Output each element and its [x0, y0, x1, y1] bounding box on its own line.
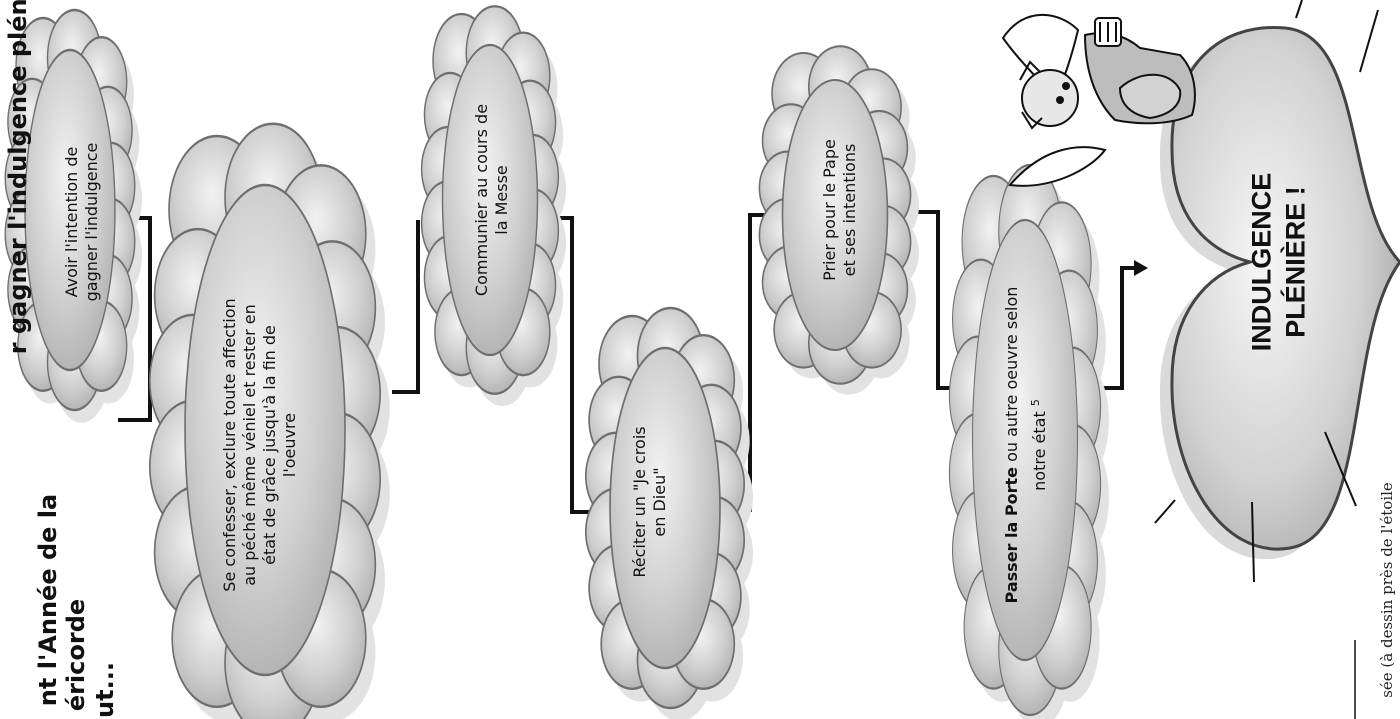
connector-5-6: [918, 210, 958, 390]
header-line-2: nt l'Année de la: [34, 493, 62, 707]
result-line-1: INDULGENCE: [1246, 172, 1277, 352]
angel-illustration: [1001, 13, 1196, 187]
connector-6-heart: [1098, 266, 1134, 390]
footer-text: sée (à dessin près de l'étoile: [1378, 482, 1396, 698]
step-6-rest: ou autre oeuvre selon notre état: [1001, 286, 1050, 491]
arrowhead-icon: [1134, 260, 1148, 276]
step-2-text: Se confesser, exclure toute affection au…: [220, 298, 299, 592]
header-line-4: ut...: [91, 662, 119, 718]
radiating-lines: [1154, 0, 1379, 583]
step-6-bold: Passer la Porte: [1001, 467, 1021, 604]
step-3-text: Communier au cours de la Messe: [472, 103, 511, 297]
step-6-text: Passer la Porte ou autre oeuvre selon no…: [1000, 280, 1052, 610]
step-5-text: Prier pour le Pape et ses intentions: [820, 139, 859, 281]
step-1-text: Avoir l'intention de gagner l'indulgence: [62, 142, 101, 302]
header-line-1: r gagner l'indulgence plénière: [4, 0, 32, 355]
step-4-text: Réciter un "Je crois en Dieu": [630, 426, 669, 578]
step-6-footnote: 5: [1028, 399, 1042, 407]
heart-shape: [1159, 26, 1400, 560]
header-line-3: éricorde: [62, 598, 90, 712]
connector-2-3: [392, 220, 420, 394]
result-line-2: PLÉNIÈRE !: [1280, 186, 1311, 338]
